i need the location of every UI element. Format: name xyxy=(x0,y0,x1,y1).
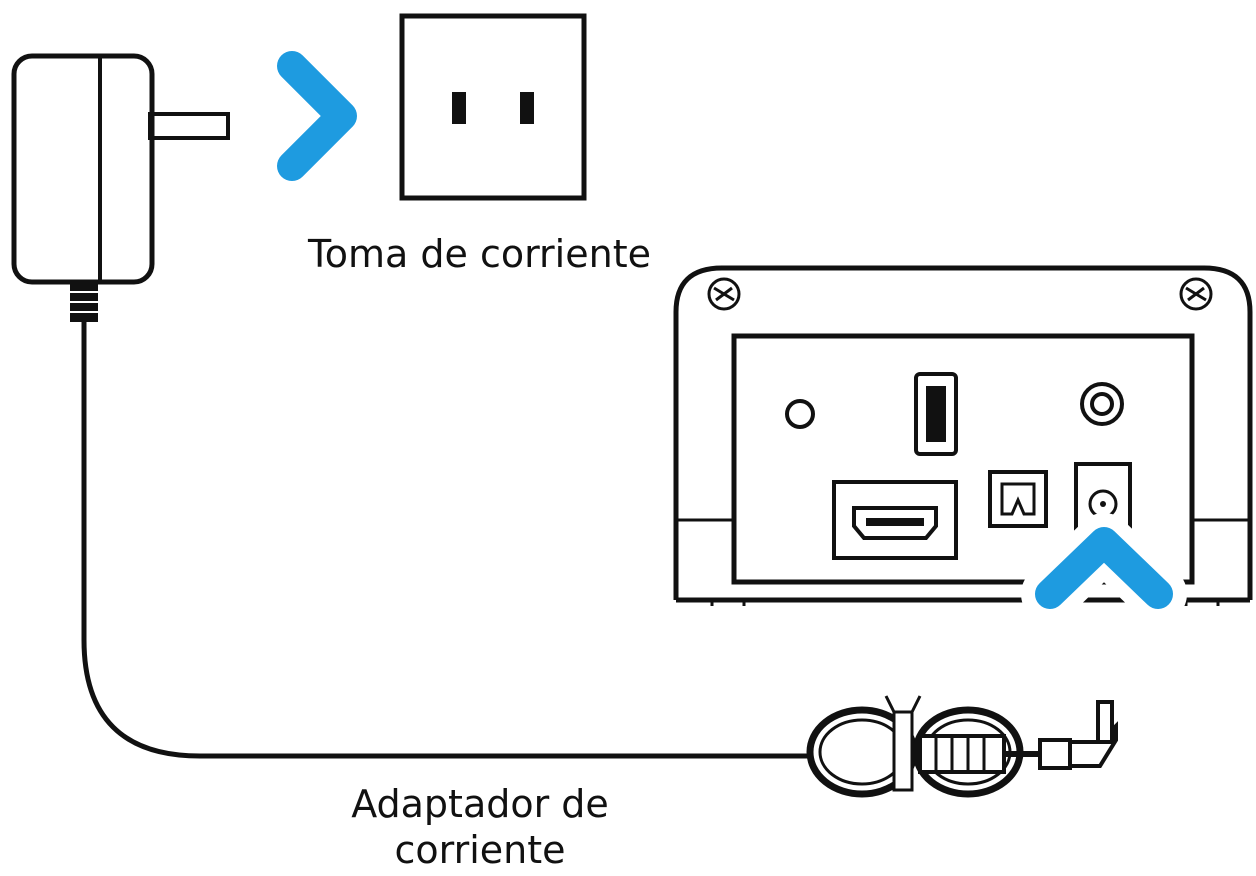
wall-outlet-icon xyxy=(399,13,587,201)
adapter-cable xyxy=(81,322,812,759)
audio-jack-icon xyxy=(1080,382,1124,426)
usb-port-icon xyxy=(914,372,958,456)
device-rear-panel xyxy=(673,265,1253,606)
chevron-right-icon xyxy=(277,51,357,181)
dc-barrel-plug-icon xyxy=(806,695,1118,798)
screw-right xyxy=(1179,277,1213,311)
power-adapter-icon xyxy=(11,53,230,322)
outlet-label: Toma de corriente xyxy=(308,232,651,276)
adapter-label: Adaptador de corriente xyxy=(300,782,660,873)
panel-button-icon xyxy=(785,399,815,429)
adapter-label-line2: corriente xyxy=(394,827,566,872)
optical-port-icon xyxy=(988,470,1048,528)
adapter-label-line1: Adaptador de xyxy=(351,782,609,826)
screw-left xyxy=(707,277,741,311)
chevron-up-icon xyxy=(1035,527,1173,609)
hdmi-port-icon xyxy=(832,480,958,560)
